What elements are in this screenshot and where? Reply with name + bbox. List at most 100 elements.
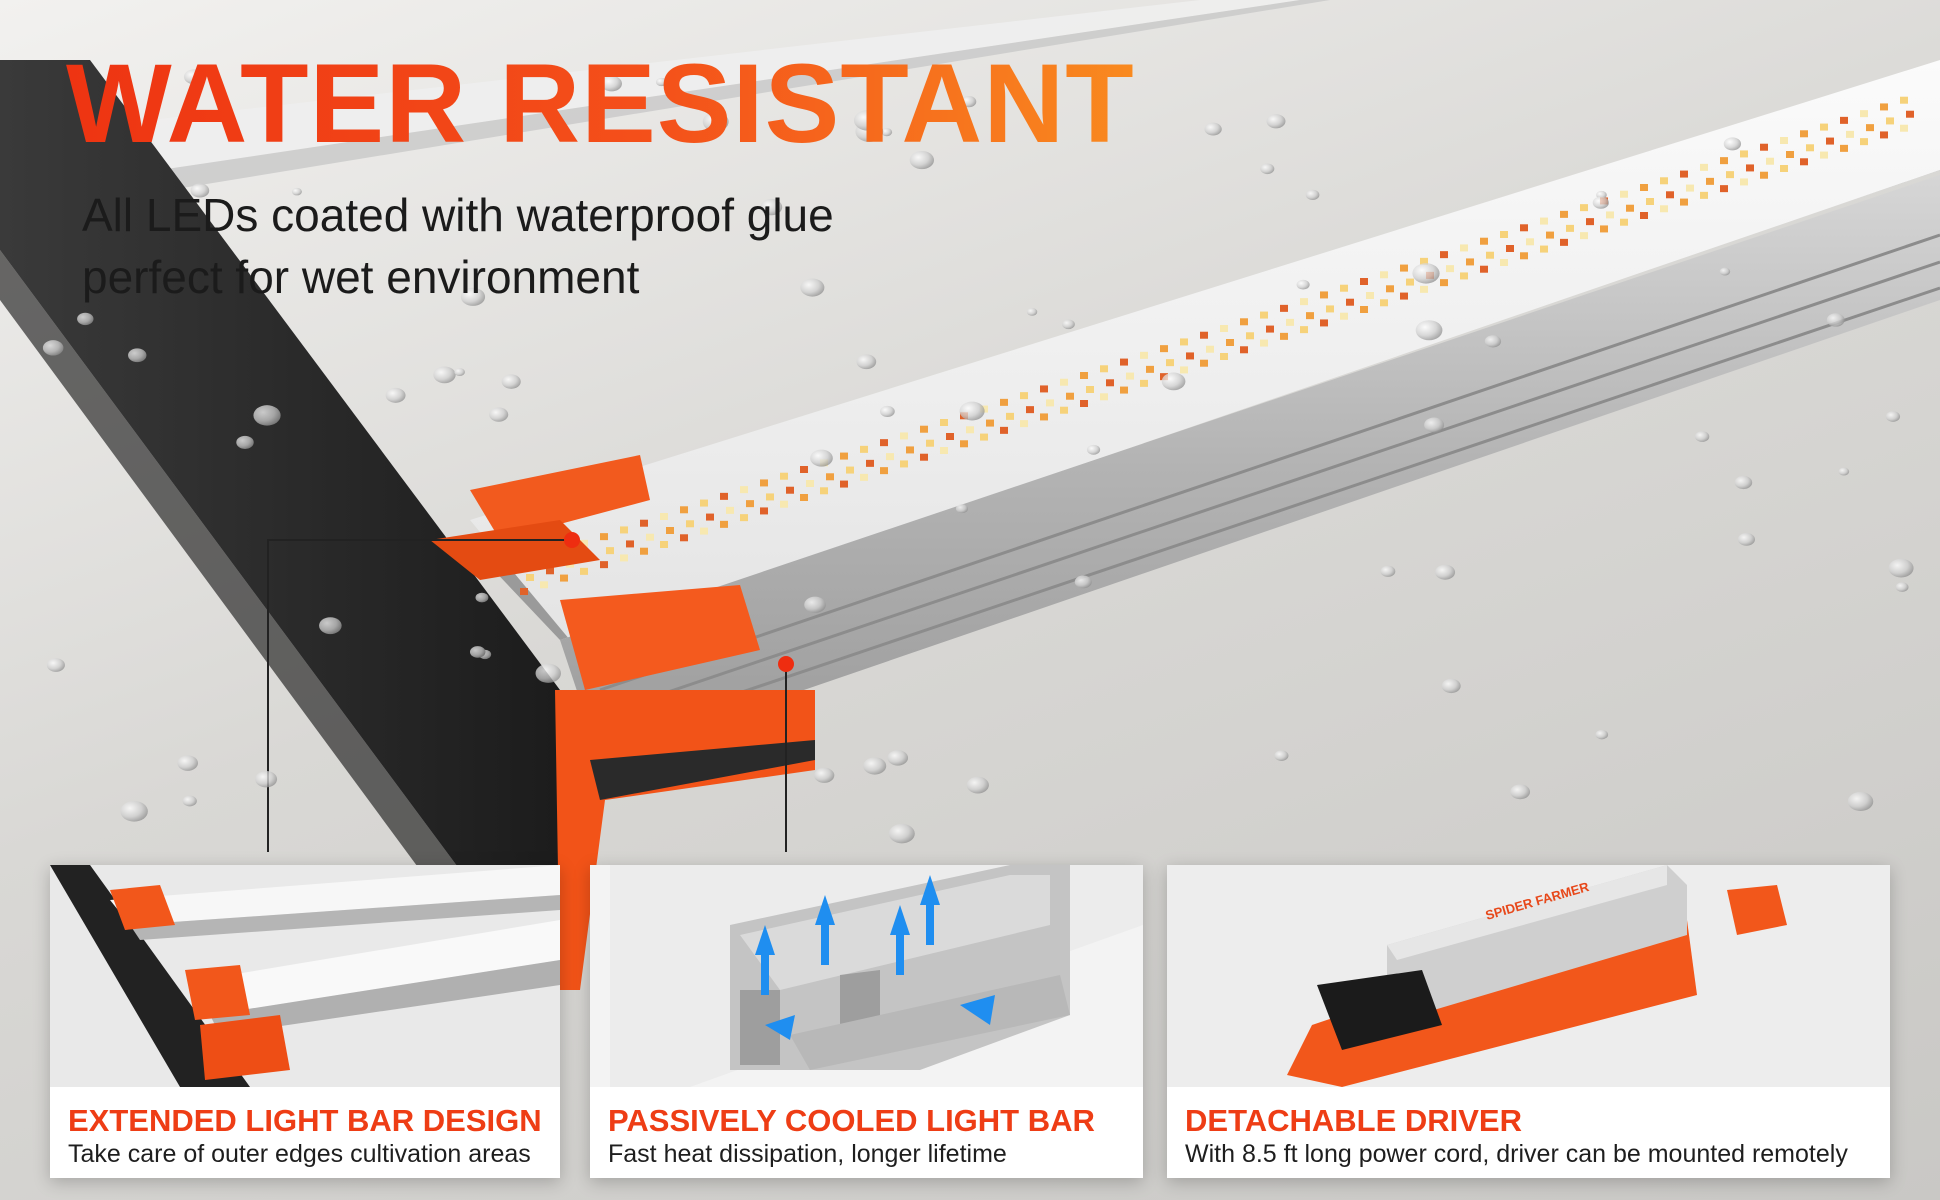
led-chip [546, 567, 554, 575]
led-chip [1746, 164, 1754, 172]
led-chip [1000, 398, 1008, 406]
water-droplet [804, 596, 826, 613]
water-droplet [469, 646, 486, 658]
water-droplet [319, 617, 342, 635]
water-droplet [42, 340, 64, 356]
water-droplet [128, 348, 147, 363]
led-chip [720, 492, 728, 500]
led-chip [920, 425, 928, 433]
feature-card-passively-cooled: PASSIVELY COOLED LIGHT BAR Fast heat dis… [590, 865, 1143, 1178]
led-chip [606, 547, 614, 555]
led-chip [820, 487, 828, 495]
light-bar-corner-photo [50, 865, 560, 1087]
led-chip [1620, 218, 1628, 226]
led-chip [1340, 312, 1348, 320]
led-chip [800, 494, 808, 501]
led-chip [1560, 210, 1568, 218]
led-chip [666, 527, 674, 534]
water-droplet [810, 449, 833, 467]
water-droplet [182, 795, 197, 807]
led-chip [1786, 151, 1794, 158]
led-chip [1906, 110, 1914, 118]
feature-title: DETACHABLE DRIVER [1185, 1103, 1522, 1138]
led-chip [620, 554, 628, 562]
led-chip [1140, 379, 1148, 387]
water-droplet [501, 374, 521, 389]
led-chip [760, 507, 768, 515]
led-chip [1780, 137, 1788, 144]
led-chip [840, 452, 848, 460]
led-chip [1280, 332, 1288, 340]
led-chip [1840, 116, 1848, 124]
led-chip [780, 500, 788, 508]
water-droplet [1484, 335, 1502, 348]
led-chip [1886, 117, 1894, 125]
led-chip [1440, 251, 1448, 259]
led-chip [1406, 278, 1414, 286]
led-chip [766, 493, 774, 501]
water-droplet [433, 366, 456, 384]
led-chip [1840, 144, 1848, 152]
water-droplet [1062, 319, 1075, 330]
led-chip [940, 447, 948, 454]
water-droplet [1719, 267, 1731, 276]
led-chip [1566, 224, 1574, 232]
led-chip [1026, 406, 1034, 414]
led-chip [1526, 238, 1534, 246]
led-chip [1860, 110, 1868, 118]
water-droplet [961, 95, 977, 108]
led-chip [780, 472, 788, 480]
led-chip [1626, 204, 1634, 212]
led-chip [700, 499, 708, 507]
led-chip [1120, 386, 1128, 394]
led-chip [1286, 318, 1294, 326]
led-chip [726, 506, 734, 514]
led-chip [1300, 298, 1308, 306]
water-droplet [183, 69, 204, 85]
led-chip [880, 467, 888, 475]
water-droplet [460, 287, 486, 306]
water-droplet [177, 755, 198, 771]
led-chip [1520, 252, 1528, 260]
water-droplet [236, 435, 254, 449]
led-chip [1686, 184, 1694, 192]
water-droplet [1737, 532, 1756, 546]
led-chip [946, 433, 954, 440]
led-chip [1386, 285, 1394, 293]
water-droplet [1723, 137, 1742, 151]
led-chip [1460, 272, 1468, 280]
feature-description: With 8.5 ft long power cord, driver can … [1185, 1140, 1848, 1168]
led-chip [826, 473, 834, 481]
led-chip [1306, 312, 1314, 320]
led-chip [1820, 123, 1828, 131]
water-droplet [1888, 558, 1914, 578]
led-chip [880, 439, 888, 447]
led-chip [1200, 331, 1208, 339]
led-chip [920, 453, 928, 461]
led-chip [1440, 279, 1448, 287]
led-chip [1260, 339, 1268, 347]
led-chip [1346, 298, 1354, 306]
led-chip [1040, 413, 1048, 421]
led-chip [1086, 386, 1094, 393]
led-chip [1180, 338, 1188, 346]
led-chip [1900, 96, 1908, 104]
led-chip [1666, 191, 1674, 199]
led-chip [680, 534, 688, 542]
led-chip [720, 520, 728, 528]
led-chip [1720, 185, 1728, 193]
led-chip [626, 540, 634, 548]
led-chip [1726, 171, 1734, 179]
led-chip [806, 480, 814, 487]
water-droplet [888, 823, 915, 844]
led-chip [1260, 311, 1268, 319]
led-chip [1300, 326, 1308, 334]
water-droplet [1380, 565, 1396, 577]
water-droplet [489, 407, 509, 422]
heat-sink-airflow-photo [590, 865, 1143, 1087]
water-droplet [909, 150, 935, 170]
led-chip [1166, 359, 1174, 367]
led-chip [1420, 257, 1428, 265]
led-chip [1100, 393, 1108, 401]
led-chip [740, 514, 748, 522]
